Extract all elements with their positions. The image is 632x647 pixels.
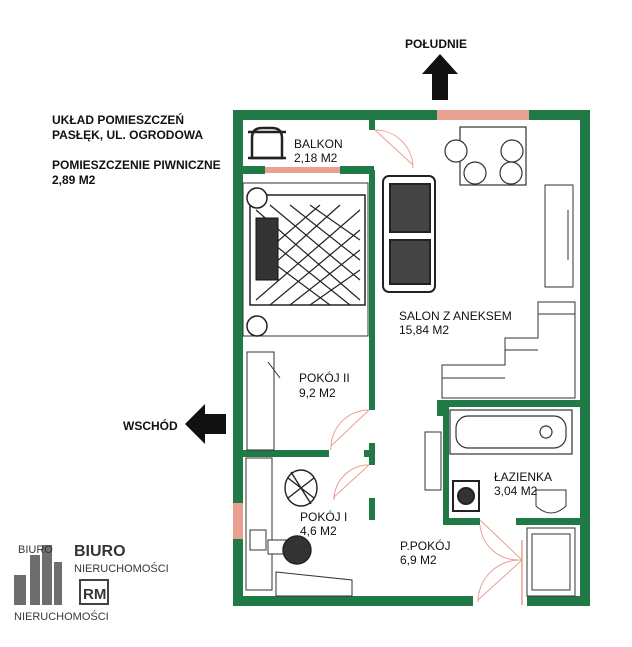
room-pokoj-i: POKÓJ I 4,6 M2	[300, 509, 347, 538]
east-arrow-icon	[185, 404, 226, 444]
south-label: POŁUDNIE	[405, 37, 467, 51]
room-area: 4,6 M2	[300, 524, 337, 538]
south-arrow-icon	[422, 54, 458, 100]
logo-mark: RM	[83, 586, 106, 603]
armchair-icon	[282, 469, 318, 565]
rm-mark-icon	[79, 579, 109, 605]
tv-cabinet-icon	[544, 184, 574, 288]
east-label: WSCHÓD	[123, 418, 178, 433]
room-name: P.POKÓJ	[400, 538, 450, 553]
room-area: 2,18 M2	[294, 151, 338, 165]
room-area: 3,04 M2	[494, 484, 538, 498]
basement-area: 2,89 M2	[52, 173, 96, 187]
floor-mat-icon	[275, 571, 353, 597]
plan-title: UKŁAD POMIESZCZEŃ PASŁĘK, UL. OGRODOWA	[52, 113, 203, 143]
wardrobe-icon	[246, 351, 281, 451]
room-balkon: BALKON 2,18 M2	[294, 137, 343, 165]
bed-icon	[242, 182, 369, 337]
doors	[330, 129, 523, 605]
balcony-chair-icon	[248, 126, 286, 160]
room-name: POKÓJ II	[299, 370, 350, 385]
basement-label: POMIESZCZENIE PIWNICZNE	[52, 158, 221, 172]
hall-cabinet-icon	[424, 431, 576, 597]
room-area: 6,9 M2	[400, 553, 437, 567]
room-name: POKÓJ I	[300, 509, 347, 524]
logo-brand-big: BIURO	[74, 543, 126, 560]
logo-small-top: BIURO	[18, 544, 53, 556]
room-area: 9,2 M2	[299, 386, 336, 400]
basement-info: POMIESZCZENIE PIWNICZNE 2,89 M2	[52, 158, 221, 188]
room-name: SALON Z ANEKSEM	[399, 309, 512, 323]
title-line-2: PASŁĘK, UL. OGRODOWA	[52, 128, 204, 142]
room-name: ŁAZIENKA	[494, 470, 552, 484]
title-line-1: UKŁAD POMIESZCZEŃ	[52, 113, 184, 127]
room-lazienka: ŁAZIENKA 3,04 M2	[494, 470, 552, 498]
bathtub-icon	[449, 409, 573, 455]
sofa-icon	[382, 175, 436, 293]
room-name: BALKON	[294, 137, 343, 151]
desk-icon	[245, 457, 287, 591]
toilet-icon	[535, 489, 567, 514]
dining-table-icon	[444, 126, 527, 186]
washing-machine-icon	[452, 480, 480, 512]
room-pokoj-ii: POKÓJ II 9,2 M2	[299, 370, 350, 400]
logo-brand-small: NIERUCHOMOŚCI	[74, 562, 169, 575]
agency-logo: BIURO BIURO NIERUCHOMOŚCI RM NIERUCHOMOŚ…	[14, 543, 169, 623]
internal-walls	[243, 120, 580, 525]
kitchen-counter	[441, 301, 576, 399]
outer-walls	[233, 110, 590, 606]
room-p-pokoj: P.POKÓJ 6,9 M2	[400, 538, 450, 567]
room-salon: SALON Z ANEKSEM 15,84 M2	[399, 309, 512, 337]
building-icon	[14, 545, 62, 605]
logo-bottom: NIERUCHOMOŚCI	[14, 610, 109, 623]
room-area: 15,84 M2	[399, 323, 449, 337]
windows	[233, 110, 529, 539]
